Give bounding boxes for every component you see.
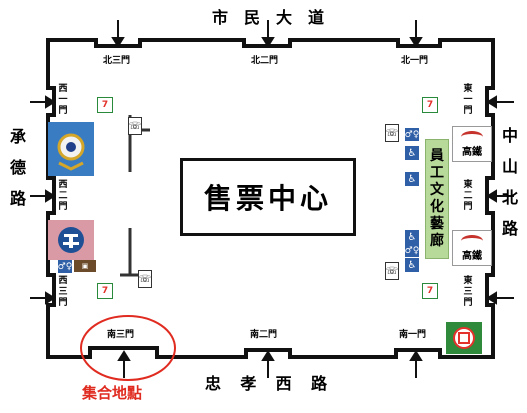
street-west-char: 承	[9, 127, 26, 146]
gallery-char: 廊	[430, 233, 444, 249]
street-west: 承 德 路	[9, 121, 27, 214]
street-east-char: 路	[501, 219, 518, 238]
meeting-point-label: 集合地點	[82, 384, 143, 402]
info-board-icon: ▣	[74, 260, 96, 272]
gate-east-1[interactable]: 東一門	[461, 82, 475, 119]
gate-east-2[interactable]: 東二門	[461, 178, 475, 215]
wheelchair-icon[interactable]: ♿	[405, 230, 419, 244]
hsr-logo-mark	[461, 234, 483, 247]
gate-north-2[interactable]: 北二門	[249, 54, 281, 68]
high-speed-rail-icon[interactable]: 高鐵	[452, 230, 492, 266]
gallery-char: 化	[430, 199, 444, 215]
hsr-logo-mark	[461, 130, 483, 143]
hsr-label: 高鐵	[462, 146, 482, 158]
wheelchair-icon[interactable]: ♿	[405, 258, 419, 272]
street-north-char: 民	[243, 8, 260, 27]
hsr-label: 高鐵	[462, 250, 482, 262]
staff-art-gallery[interactable]: 員 工 文 化 藝 廊	[425, 139, 449, 259]
metro-logo-icon[interactable]	[446, 322, 482, 354]
gate-south-3[interactable]: 南三門	[105, 328, 137, 342]
street-north-char: 市	[212, 8, 229, 27]
restroom-icon[interactable]: ♂♀	[404, 128, 420, 141]
street-west-char: 路	[9, 189, 26, 208]
street-south-char: 孝	[240, 374, 257, 393]
escalators	[120, 115, 150, 277]
wheelchair-icon[interactable]: ♿	[405, 172, 419, 186]
gate-west-3[interactable]: 西三門	[56, 274, 70, 311]
telephone-icon[interactable]: ☏	[138, 270, 152, 288]
high-speed-rail-icon[interactable]: 高鐵	[452, 126, 492, 162]
street-north-char: 道	[307, 8, 324, 27]
convenience-store-icon[interactable]: 7	[97, 97, 113, 113]
gate-west-1[interactable]: 西一門	[56, 82, 70, 119]
restroom-icon[interactable]: ♂♀	[404, 244, 420, 257]
street-south-char: 忠	[205, 374, 222, 393]
restroom-icon[interactable]: ♂♀	[57, 260, 73, 273]
wheelchair-icon[interactable]: ♿	[405, 146, 419, 160]
gallery-char: 藝	[430, 216, 444, 232]
street-south: 忠 孝 西 路	[205, 370, 327, 394]
convenience-store-icon[interactable]: 7	[97, 283, 113, 299]
telephone-icon[interactable]: ☏	[128, 117, 142, 135]
gate-north-3[interactable]: 北三門	[101, 54, 133, 68]
gate-west-2[interactable]: 西二門	[56, 178, 70, 215]
telephone-icon[interactable]: ☏	[385, 124, 399, 142]
street-south-char: 路	[310, 374, 327, 393]
street-east: 中 山 北 路	[501, 120, 519, 244]
entrance-arrows	[30, 20, 514, 378]
convenience-store-icon[interactable]: 7	[422, 283, 438, 299]
street-north: 市 民 大 道	[212, 4, 324, 28]
telephone-icon[interactable]: ☏	[385, 262, 399, 280]
gallery-char: 文	[430, 182, 444, 198]
gate-east-3[interactable]: 東三門	[461, 274, 475, 311]
street-east-char: 北	[501, 188, 518, 207]
gate-north-1[interactable]: 北一門	[399, 54, 431, 68]
street-east-char: 山	[501, 157, 518, 176]
gate-south-2[interactable]: 南二門	[248, 328, 280, 342]
meeting-point-circle	[80, 315, 176, 381]
gallery-char: 員	[430, 148, 444, 164]
gallery-char: 工	[430, 165, 444, 181]
police-emblem-icon[interactable]	[48, 122, 94, 176]
railway-logo-icon[interactable]	[48, 220, 94, 260]
street-south-char: 西	[275, 374, 292, 393]
street-west-char: 德	[9, 158, 26, 177]
ticket-center[interactable]: 售票中心	[180, 158, 356, 236]
street-north-char: 大	[275, 8, 292, 27]
gate-south-1[interactable]: 南一門	[397, 328, 429, 342]
convenience-store-icon[interactable]: 7	[422, 97, 438, 113]
street-east-char: 中	[501, 126, 518, 145]
